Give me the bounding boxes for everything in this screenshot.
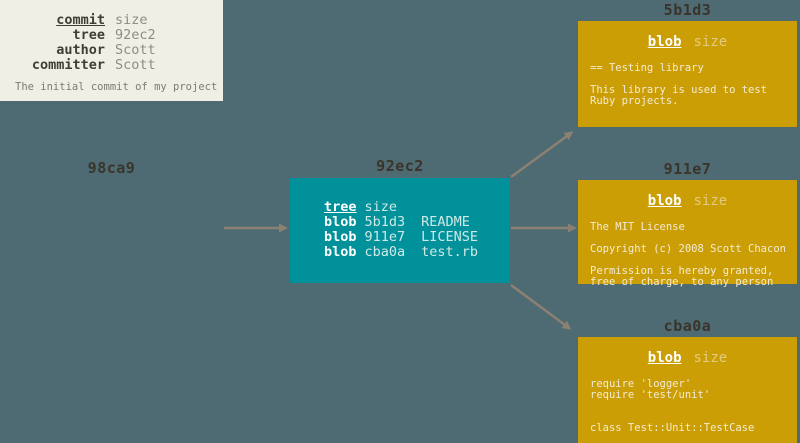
tree-entry-type: blob	[324, 214, 357, 230]
tree-size-value: size	[364, 199, 398, 215]
commit-fields: commit size tree 92ec2 author Scott comm…	[0, 13, 223, 73]
blob-content: == Testing library This library is used …	[590, 62, 768, 107]
blob-size-value: size	[693, 34, 728, 50]
tree-entry-hash: 911e7	[364, 229, 406, 245]
blob-hash-label: 5b1d3	[663, 1, 712, 19]
commit-field-value: Scott	[115, 42, 156, 58]
commit-hash-label: 98ca9	[87, 159, 136, 177]
tree-type-keyword: tree	[324, 199, 357, 215]
tree-entry-filename: test.rb	[421, 244, 479, 260]
blob-size-value: size	[693, 350, 728, 366]
tree-hash-label: 92ec2	[376, 157, 424, 175]
commit-field-value: 92ec2	[115, 27, 156, 43]
blob-box-testrb: blob size require 'logger' require 'test/…	[578, 337, 797, 443]
tree-entry-filename: LICENSE	[421, 229, 479, 245]
arrow-tree-to-blob-cba0a-icon	[510, 283, 572, 330]
tree-entry-row: blob cba0a test.rb	[324, 245, 510, 260]
tree-entry-filename: README	[421, 214, 470, 230]
blob-box-readme: blob size == Testing library This library…	[578, 21, 797, 127]
commit-size-value: size	[115, 12, 148, 28]
blob-content: The MIT License Copyright (c) 2008 Scott…	[590, 221, 786, 288]
blob-header: blob size	[578, 21, 797, 50]
blob-type-keyword: blob	[647, 193, 682, 209]
blob-type-keyword: blob	[647, 34, 682, 50]
tree-entry-row: blob 5b1d3 README	[324, 215, 510, 230]
tree-entry-type: blob	[324, 244, 357, 260]
blob-hash-label: 911e7	[663, 160, 712, 178]
tree-entry-type: blob	[324, 229, 357, 245]
commit-field-key: committer	[31, 57, 105, 73]
tree-entry-row: blob 911e7 LICENSE	[324, 230, 510, 245]
blob-header: blob size	[578, 180, 797, 209]
blob-box-license: blob size The MIT License Copyright (c) 2…	[578, 180, 797, 288]
tree-box: tree size blob 5b1d3 README blob 911e7 LICENS…	[290, 178, 510, 283]
blob-size-value: size	[693, 193, 728, 209]
tree-header-row: tree size	[324, 200, 510, 215]
commit-box: commit size tree 92ec2 author Scott comm…	[0, 0, 223, 101]
tree-entry-hash: 5b1d3	[364, 214, 406, 230]
commit-type-keyword: commit	[56, 12, 105, 28]
blob-hash-label: cba0a	[663, 317, 712, 335]
commit-field-value: Scott	[115, 57, 156, 73]
tree-entry-hash: cba0a	[364, 244, 406, 260]
commit-field-key: author	[56, 42, 105, 58]
blob-content: require 'logger' require 'test/unit' cla…	[590, 378, 755, 434]
arrow-tree-to-blob-5b1d3-icon	[510, 131, 574, 179]
blob-type-keyword: blob	[647, 350, 682, 366]
commit-field-key: tree	[72, 27, 105, 43]
commit-message: The initial commit of my project	[15, 81, 218, 93]
blob-header: blob size	[578, 337, 797, 366]
